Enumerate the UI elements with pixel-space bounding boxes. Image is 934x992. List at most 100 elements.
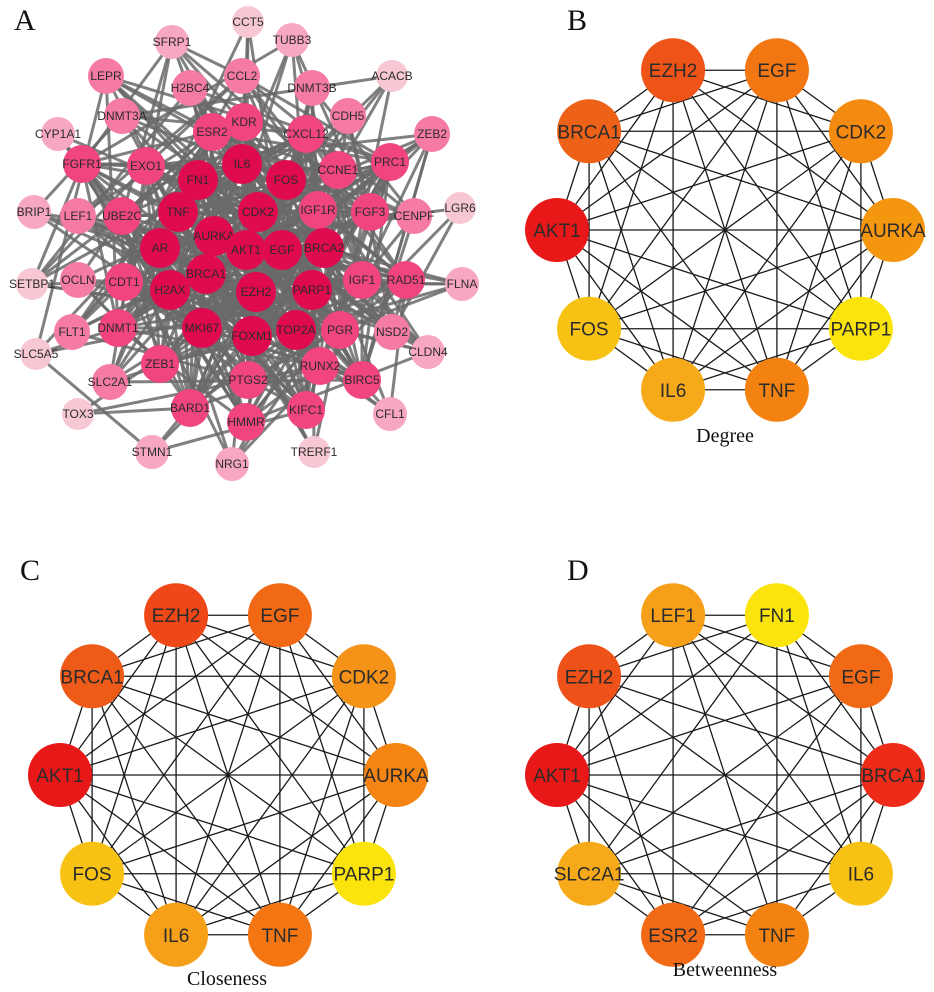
node-circle bbox=[276, 310, 316, 350]
edge-egf-akt1 bbox=[556, 69, 778, 231]
node-label: IGF1 bbox=[349, 273, 376, 287]
node-circle bbox=[744, 38, 809, 103]
edge-lef1-egf bbox=[672, 614, 862, 677]
node-circle bbox=[525, 743, 589, 807]
node-circle bbox=[321, 311, 359, 349]
node-label: BRCA2 bbox=[304, 241, 344, 255]
node-parp1: PARP1 bbox=[828, 296, 893, 361]
node-label: SETBP1 bbox=[9, 277, 55, 291]
node-label: PTGS2 bbox=[228, 373, 268, 387]
node-circle bbox=[144, 583, 209, 648]
node-aurka: AURKA bbox=[860, 198, 926, 262]
node-circle bbox=[376, 60, 408, 92]
node-fos: FOS bbox=[557, 296, 622, 361]
node-circle bbox=[236, 272, 276, 312]
node-tnf: TNF bbox=[158, 192, 198, 232]
node-label: RAD51 bbox=[387, 273, 426, 287]
node-label: EGF bbox=[841, 667, 880, 688]
node-label: CFL1 bbox=[375, 407, 405, 421]
node-brca1: BRCA1 bbox=[60, 644, 125, 709]
edge-dnmt3a-acacb bbox=[121, 74, 393, 118]
node-circle bbox=[182, 308, 222, 348]
node-circle bbox=[238, 192, 278, 232]
node-fgf3: FGF3 bbox=[351, 193, 389, 231]
node-circle bbox=[373, 397, 407, 431]
edge-brca1-esr2 bbox=[672, 774, 894, 936]
node-dnmt3a: DNMT3A bbox=[97, 98, 147, 134]
node-label: PGR bbox=[327, 323, 353, 337]
edge-parp1-il6 bbox=[672, 328, 862, 391]
edge-fn1-ezh2 bbox=[588, 614, 778, 677]
edge-aurka-brca1 bbox=[588, 130, 894, 231]
node-circle bbox=[60, 644, 125, 709]
node-label: BIRC5 bbox=[344, 373, 380, 387]
node-circle bbox=[247, 583, 312, 648]
node-brca1: BRCA1 bbox=[861, 743, 925, 807]
node-label: EGF bbox=[757, 61, 796, 82]
node-circle bbox=[861, 198, 925, 262]
node-label: CDK2 bbox=[836, 122, 887, 143]
node-circle bbox=[331, 644, 396, 709]
node-label: FGFR1 bbox=[62, 157, 102, 171]
node-label: AKT1 bbox=[231, 243, 261, 257]
node-circle bbox=[232, 316, 272, 356]
node-circle bbox=[16, 268, 48, 300]
edge-ezh2-fos bbox=[588, 70, 674, 329]
node-circle bbox=[828, 296, 893, 361]
node-esr2: ESR2 bbox=[641, 902, 706, 967]
edge-kifc1-ezh2 bbox=[254, 291, 308, 411]
node-label: FOS bbox=[570, 320, 609, 341]
node-label: TNF bbox=[758, 926, 795, 947]
node-dnmt1: DNMT1 bbox=[97, 309, 139, 347]
node-label: ESR2 bbox=[648, 926, 698, 947]
node-flt1: FLT1 bbox=[54, 314, 90, 350]
node-label: LEPR bbox=[90, 69, 122, 83]
panel-c-caption: Closeness bbox=[187, 968, 267, 990]
node-label: LEF1 bbox=[64, 209, 93, 223]
node-tubb3: TUBB3 bbox=[273, 23, 312, 57]
node-ube2c: UBE2C bbox=[102, 197, 142, 235]
node-mki67: MKI67 bbox=[182, 308, 222, 348]
node-label: EXO1 bbox=[130, 159, 162, 173]
panel-b-edges bbox=[556, 69, 894, 391]
node-label: EZH2 bbox=[565, 667, 614, 688]
node-circle bbox=[158, 192, 198, 232]
node-zeb2: ZEB2 bbox=[414, 116, 450, 152]
edge-il6-ezh2 bbox=[588, 675, 862, 875]
node-circle bbox=[103, 197, 141, 235]
node-cxcl12: CXCL12 bbox=[283, 115, 329, 153]
node-circle bbox=[20, 338, 52, 370]
node-label: H2BC4 bbox=[171, 81, 210, 95]
node-label: EZH2 bbox=[649, 61, 698, 82]
node-label: CDH5 bbox=[332, 109, 365, 123]
node-label: CDK2 bbox=[242, 205, 274, 219]
node-dnmt3b: DNMT3B bbox=[287, 70, 337, 106]
panel-b-caption: Degree bbox=[696, 425, 754, 447]
node-label: ACACB bbox=[371, 69, 412, 83]
node-fn1: FN1 bbox=[744, 583, 809, 648]
node-circle bbox=[155, 25, 189, 59]
node-circle bbox=[557, 99, 622, 164]
node-label: DNMT3A bbox=[97, 109, 146, 123]
node-label: TNF bbox=[758, 381, 795, 402]
node-cdk2: CDK2 bbox=[331, 644, 396, 709]
node-label: CCT5 bbox=[232, 15, 264, 29]
node-circle bbox=[262, 230, 302, 270]
node-hmmr: HMMR bbox=[227, 403, 265, 441]
node-circle bbox=[557, 644, 622, 709]
node-ccne1: CCNE1 bbox=[318, 151, 359, 189]
node-label: STMN1 bbox=[132, 445, 173, 459]
node-label: PARP1 bbox=[293, 283, 332, 297]
edge-fn1-il6 bbox=[776, 615, 862, 874]
node-label: BRCA1 bbox=[186, 267, 226, 281]
node-circle bbox=[557, 296, 622, 361]
node-cenpf: CENPF bbox=[394, 198, 434, 234]
node-label: SLC2A1 bbox=[88, 375, 133, 389]
edge-hmmr-brca1 bbox=[204, 273, 248, 423]
node-h2bc4: H2BC4 bbox=[171, 70, 210, 106]
node-fos: FOS bbox=[266, 160, 306, 200]
node-label: BRCA1 bbox=[861, 766, 924, 787]
